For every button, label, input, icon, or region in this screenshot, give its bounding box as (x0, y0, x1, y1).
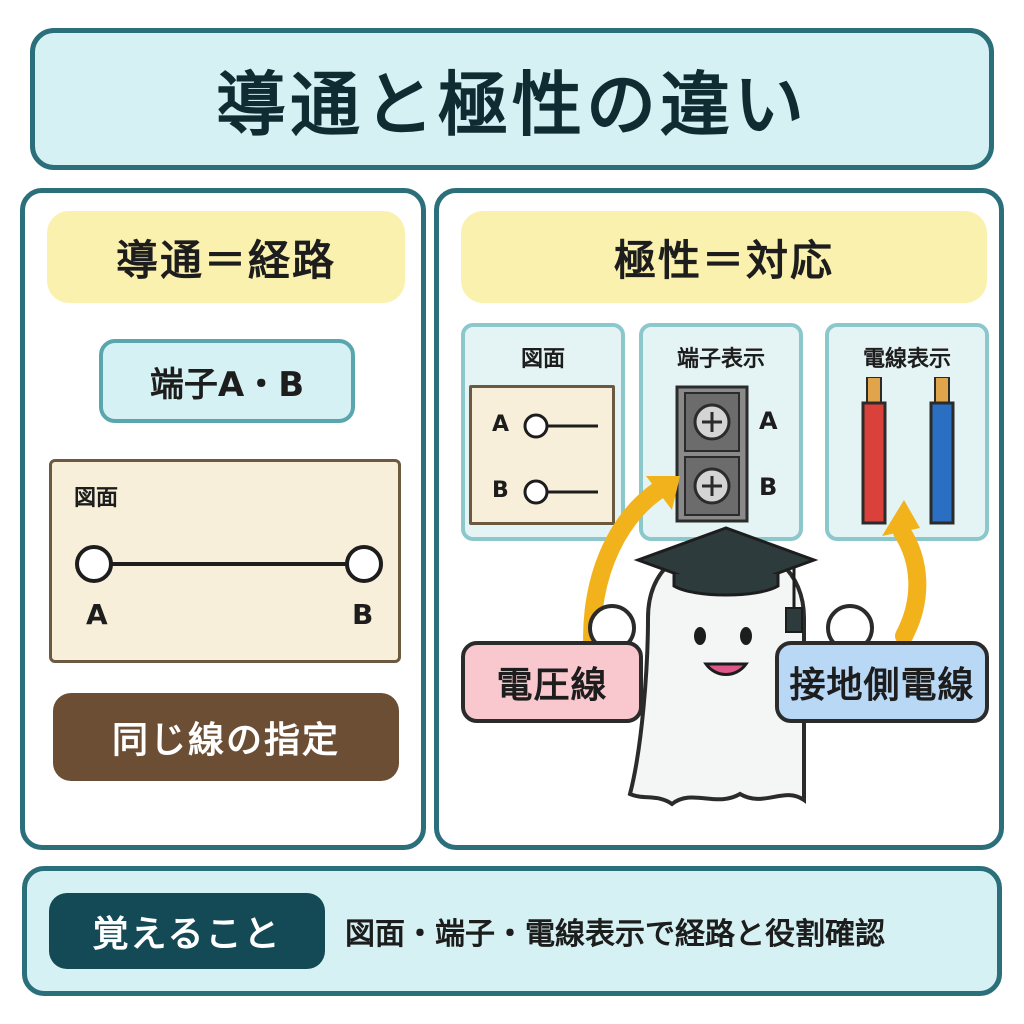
mini-label-a: A (492, 412, 510, 437)
summary-text: 図面・端子・電線表示で経路と役割確認 (345, 917, 885, 952)
mini-drawing-svg (523, 413, 598, 505)
title-banner: 導通と極性の違い (30, 28, 994, 170)
wires-icon (861, 377, 955, 525)
terminal-label-a: A (759, 407, 778, 435)
card-terminal-display: 端子表示 A B (639, 323, 803, 541)
terminal-b-circle (345, 545, 383, 583)
card-drawing-caption: 図面 (520, 347, 565, 372)
terminal-label-b: B (759, 473, 778, 501)
terminal-b-label: B (352, 598, 374, 631)
continuity-heading: 導通＝経路 (47, 211, 405, 303)
summary-banner: 覚えること 図面・端子・電線表示で経路と役割確認 (22, 866, 1002, 996)
ghost-mouth (703, 662, 749, 676)
terminal-block-icon (675, 385, 749, 523)
card-terminal-caption: 端子表示 (676, 347, 765, 372)
polarity-panel: 極性＝対応 図面 A B 端子表示 A B (434, 188, 1004, 850)
card-wire-caption: 電線表示 (862, 347, 951, 372)
ground-wire-sign: 接地側電線 (775, 641, 989, 723)
voltage-wire-sign: 電圧線 (461, 641, 643, 723)
terminals-tag: 端子A・B (99, 339, 355, 423)
red-wire-icon (861, 401, 887, 525)
arrow-head-right (882, 500, 920, 536)
continuity-wire-diagram (75, 545, 383, 583)
continuity-panel: 導通＝経路 端子A・B 図面 A B 同じ線の指定 (20, 188, 426, 850)
continuity-drawing: 図面 A B (49, 459, 401, 663)
blue-wire-icon (929, 401, 955, 525)
drawing-label: 図面 (74, 486, 119, 511)
polarity-heading: 極性＝対応 (461, 211, 987, 303)
mini-label-b: B (492, 478, 509, 503)
card-drawing: 図面 A B (461, 323, 625, 541)
mini-drawing: A B (469, 385, 615, 525)
card-wire-display: 電線表示 (825, 323, 989, 541)
ghost-right-eye (740, 627, 752, 645)
same-wire-badge: 同じ線の指定 (53, 693, 399, 781)
page-title: 導通と極性の違い (216, 63, 808, 146)
arrow-to-wire (893, 523, 927, 645)
ghost-left-eye (694, 627, 706, 645)
remember-tag: 覚えること (49, 893, 325, 969)
terminal-a-label: A (86, 598, 108, 631)
arrow-head-left (646, 476, 680, 510)
terminal-a-circle (75, 545, 113, 583)
mascot-illustration (583, 476, 927, 807)
